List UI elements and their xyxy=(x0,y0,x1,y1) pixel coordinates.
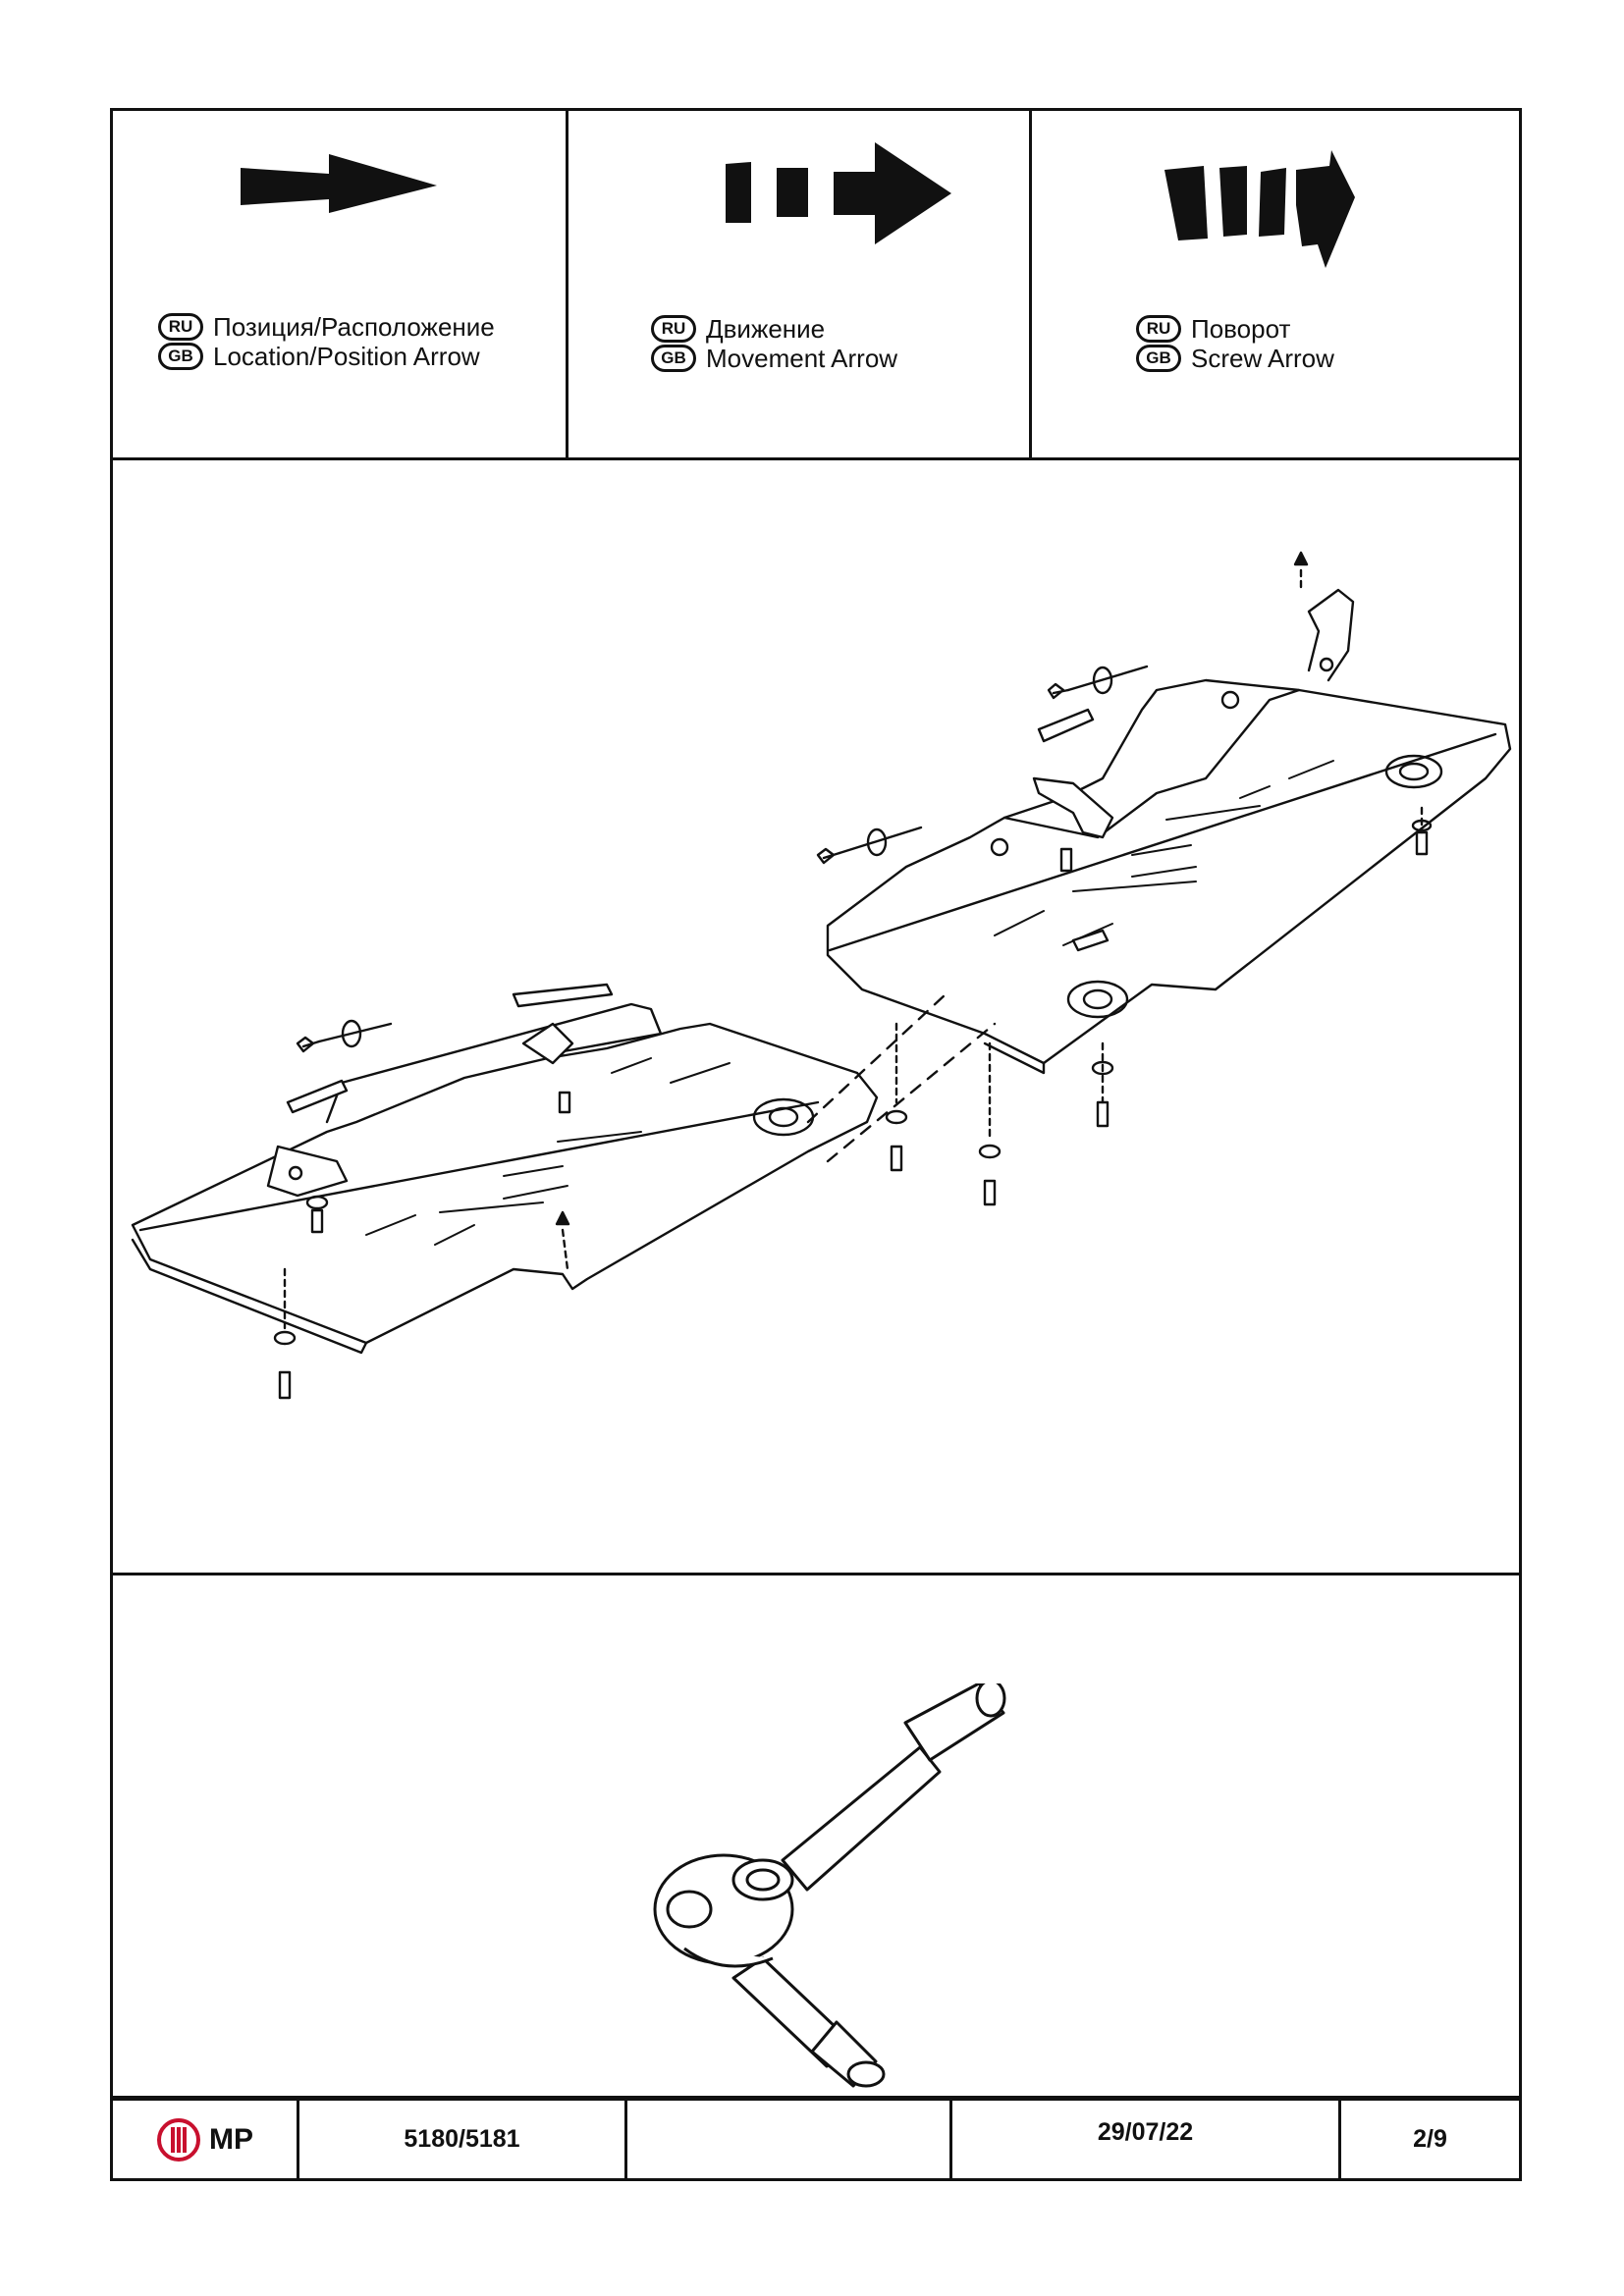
blank-cell xyxy=(624,2101,949,2178)
legend-ru-text: Поворот xyxy=(1191,314,1291,344)
legend-location: RU Позиция/Расположение GB Location/Positi… xyxy=(113,111,566,457)
ru-badge: RU xyxy=(158,313,203,341)
location-arrow-icon xyxy=(241,154,437,213)
screw-arrow-icon xyxy=(1164,150,1355,268)
skid-plate-assembly-diagram xyxy=(131,551,1512,1400)
gb-badge: GB xyxy=(1136,345,1181,372)
date: 29/07/22 xyxy=(949,2101,1338,2178)
page-number: 2/9 xyxy=(1338,2101,1519,2178)
center-bolts xyxy=(806,992,1001,1206)
gb-badge: GB xyxy=(651,345,696,372)
legend-movement: RU Движение GB Movement Arrow xyxy=(566,111,1029,457)
arrow-legend: RU Позиция/Расположение GB Location/Positi… xyxy=(113,111,1519,460)
assembly-diagram-panel xyxy=(113,460,1519,1575)
tool-panel xyxy=(113,1575,1519,2105)
logo-cell: MP xyxy=(113,2101,297,2178)
gb-badge: GB xyxy=(158,343,203,370)
legend-screw: RU Поворот GB Screw Arrow xyxy=(1029,111,1519,457)
legend-ru-text: Позиция/Расположение xyxy=(213,312,495,342)
instruction-sheet: RU Позиция/Расположение GB Location/Positi… xyxy=(110,108,1522,2181)
legend-gb-text: Location/Position Arrow xyxy=(213,342,480,371)
legend-gb-text: Screw Arrow xyxy=(1191,344,1334,373)
legend-gb-text: Movement Arrow xyxy=(706,344,898,373)
rear-skid-plate xyxy=(816,551,1512,1128)
movement-arrow-icon xyxy=(726,142,951,244)
ru-badge: RU xyxy=(651,315,696,343)
part-number: 5180/5181 xyxy=(297,2101,624,2178)
front-skid-plate xyxy=(131,983,879,1400)
legend-ru-text: Движение xyxy=(706,314,826,344)
ratchet-wrench-icon xyxy=(653,1683,1006,2088)
title-block: MP 5180/5181 29/07/22 2/9 xyxy=(113,2096,1519,2178)
ru-badge: RU xyxy=(1136,315,1181,343)
logo-text: MP xyxy=(209,2122,253,2156)
mp-logo-icon xyxy=(157,2117,200,2162)
